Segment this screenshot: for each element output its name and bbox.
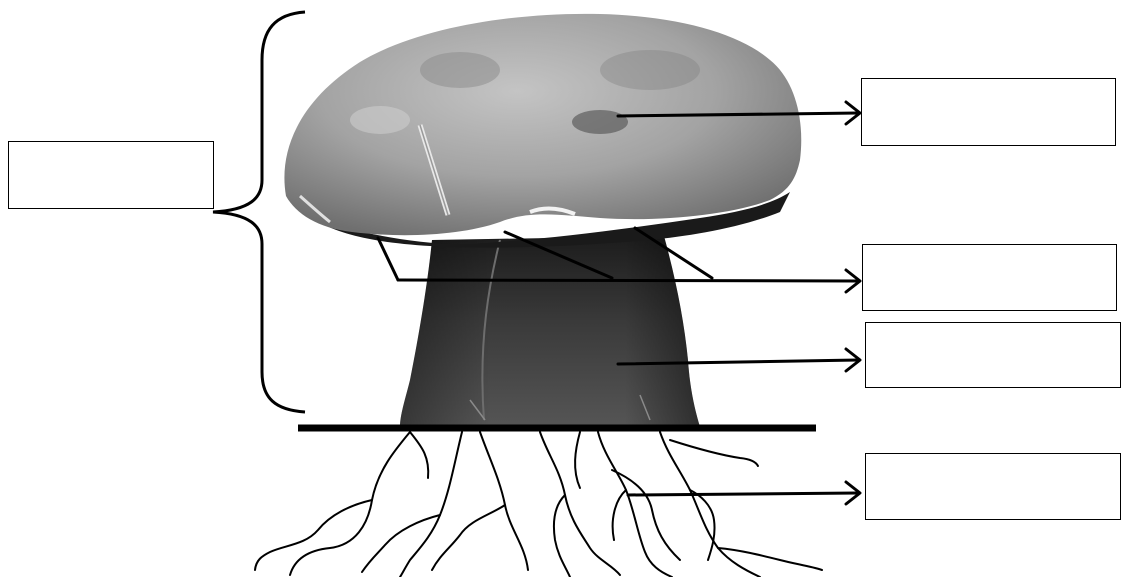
cap-label-box[interactable] — [861, 78, 1116, 146]
gills-label-box[interactable] — [862, 244, 1117, 311]
mycelium-roots — [255, 432, 822, 577]
fruiting-body-label-box[interactable] — [8, 141, 214, 209]
mycelium-arrow-line — [628, 493, 858, 495]
gills-leader-1 — [378, 238, 398, 280]
mushroom-stalk — [400, 236, 700, 427]
stalk-label-box[interactable] — [865, 322, 1121, 388]
mushroom-cap — [284, 14, 801, 235]
fruiting-body-brace — [213, 12, 305, 412]
mycelium-label-box[interactable] — [865, 453, 1121, 520]
gills-arrow-line — [398, 280, 858, 281]
